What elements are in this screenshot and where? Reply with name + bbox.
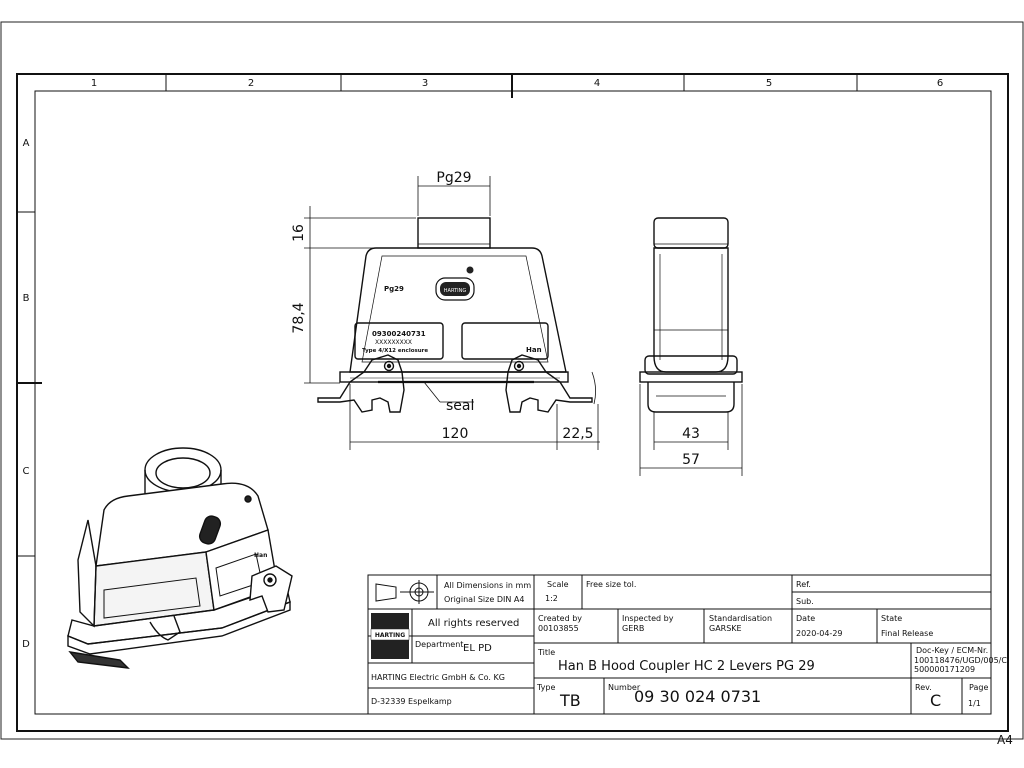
row-label-a: A bbox=[23, 138, 30, 149]
scale-value: 1:2 bbox=[545, 594, 558, 603]
front-dimension-lines bbox=[304, 176, 600, 450]
xxx-marking: XXXXXXXXX bbox=[375, 339, 412, 346]
dim-side-outer: 57 bbox=[682, 452, 700, 468]
iso-han-marking: Han bbox=[254, 552, 267, 559]
company-address: D-32339 Espelkamp bbox=[371, 697, 452, 706]
number-label: Number bbox=[608, 683, 641, 692]
title-value: Han B Hood Coupler HC 2 Levers PG 29 bbox=[558, 659, 815, 674]
inspected-value: GERB bbox=[622, 624, 644, 633]
col-label-6: 6 bbox=[937, 78, 943, 89]
dockey-label: Doc-Key / ECM-Nr. bbox=[916, 646, 988, 655]
row-separators bbox=[17, 211, 42, 557]
dockey-value-1: 100118476/UGD/005/C bbox=[914, 656, 1007, 665]
col-label-3: 3 bbox=[422, 78, 428, 89]
rev-label: Rev. bbox=[915, 683, 932, 692]
created-label: Created by bbox=[538, 614, 582, 623]
created-value: 00103855 bbox=[538, 624, 579, 633]
ref-label: Ref. bbox=[796, 580, 811, 589]
type-value: TB bbox=[559, 691, 581, 710]
isometric-view bbox=[67, 447, 293, 669]
side-view bbox=[639, 217, 743, 413]
col-label-2: 2 bbox=[248, 78, 254, 89]
row-label-c: C bbox=[23, 466, 30, 477]
page-label: Page bbox=[969, 683, 988, 692]
column-separators bbox=[165, 74, 858, 98]
logo-marking: HARTING bbox=[444, 288, 467, 294]
department-label: Department bbox=[415, 640, 463, 649]
dockey-value-2: 500000171209 bbox=[914, 665, 975, 674]
han-marking: Han bbox=[526, 346, 542, 354]
col-label-4: 4 bbox=[594, 78, 600, 89]
dims-note-1: All Dimensions in mm bbox=[444, 581, 531, 590]
state-label: State bbox=[881, 614, 902, 623]
scale-label: Scale bbox=[547, 580, 569, 589]
sub-label: Sub. bbox=[796, 597, 814, 606]
harting-logo-text: HARTING bbox=[375, 632, 405, 639]
border-frame bbox=[16, 73, 1009, 732]
outer-frame bbox=[0, 21, 1024, 740]
harting-logo-band bbox=[370, 628, 410, 641]
row-label-d: D bbox=[22, 639, 30, 650]
department-value: EL PD bbox=[463, 643, 492, 654]
standard-value: GARSKE bbox=[709, 624, 742, 633]
format-label: A4 bbox=[997, 733, 1013, 747]
seal-label: seal bbox=[446, 398, 474, 414]
type-marking: Type 4/X12 enclosure bbox=[362, 348, 428, 354]
col-label-5: 5 bbox=[766, 78, 772, 89]
title-label: Title bbox=[537, 648, 555, 657]
date-label: Date bbox=[796, 614, 815, 623]
dims-note-2: Original Size DIN A4 bbox=[444, 595, 524, 604]
front-view bbox=[317, 217, 596, 413]
projection-symbol-icon bbox=[375, 580, 434, 604]
company-name: HARTING Electric GmbH & Co. KG bbox=[371, 673, 505, 682]
number-value: 09 30 024 0731 bbox=[634, 687, 761, 706]
side-dimension-lines bbox=[639, 384, 743, 476]
pg-marking: Pg29 bbox=[384, 285, 404, 293]
inspected-label: Inspected by bbox=[622, 614, 674, 623]
state-value: Final Release bbox=[881, 629, 933, 638]
type-label: Type bbox=[536, 683, 555, 692]
tolerance-label: Free size tol. bbox=[586, 580, 636, 589]
rights-label: All rights reserved bbox=[428, 618, 519, 629]
row-label-b: B bbox=[23, 293, 30, 304]
dim-height-top: 16 bbox=[291, 224, 307, 242]
dim-lever: 22,5 bbox=[562, 426, 593, 442]
date-value: 2020-04-29 bbox=[796, 629, 843, 638]
dim-height-body: 78,4 bbox=[291, 302, 307, 333]
page-value: 1/1 bbox=[968, 699, 981, 708]
title-block-lines bbox=[367, 574, 992, 715]
col-label-1: 1 bbox=[91, 78, 97, 89]
dim-pg29: Pg29 bbox=[436, 170, 471, 186]
standard-label: Standardisation bbox=[709, 614, 772, 623]
dim-width: 120 bbox=[442, 426, 469, 442]
rev-value: C bbox=[930, 691, 941, 710]
dim-side-inner: 43 bbox=[682, 426, 700, 442]
part-no-marking: 09300240731 bbox=[372, 330, 426, 338]
